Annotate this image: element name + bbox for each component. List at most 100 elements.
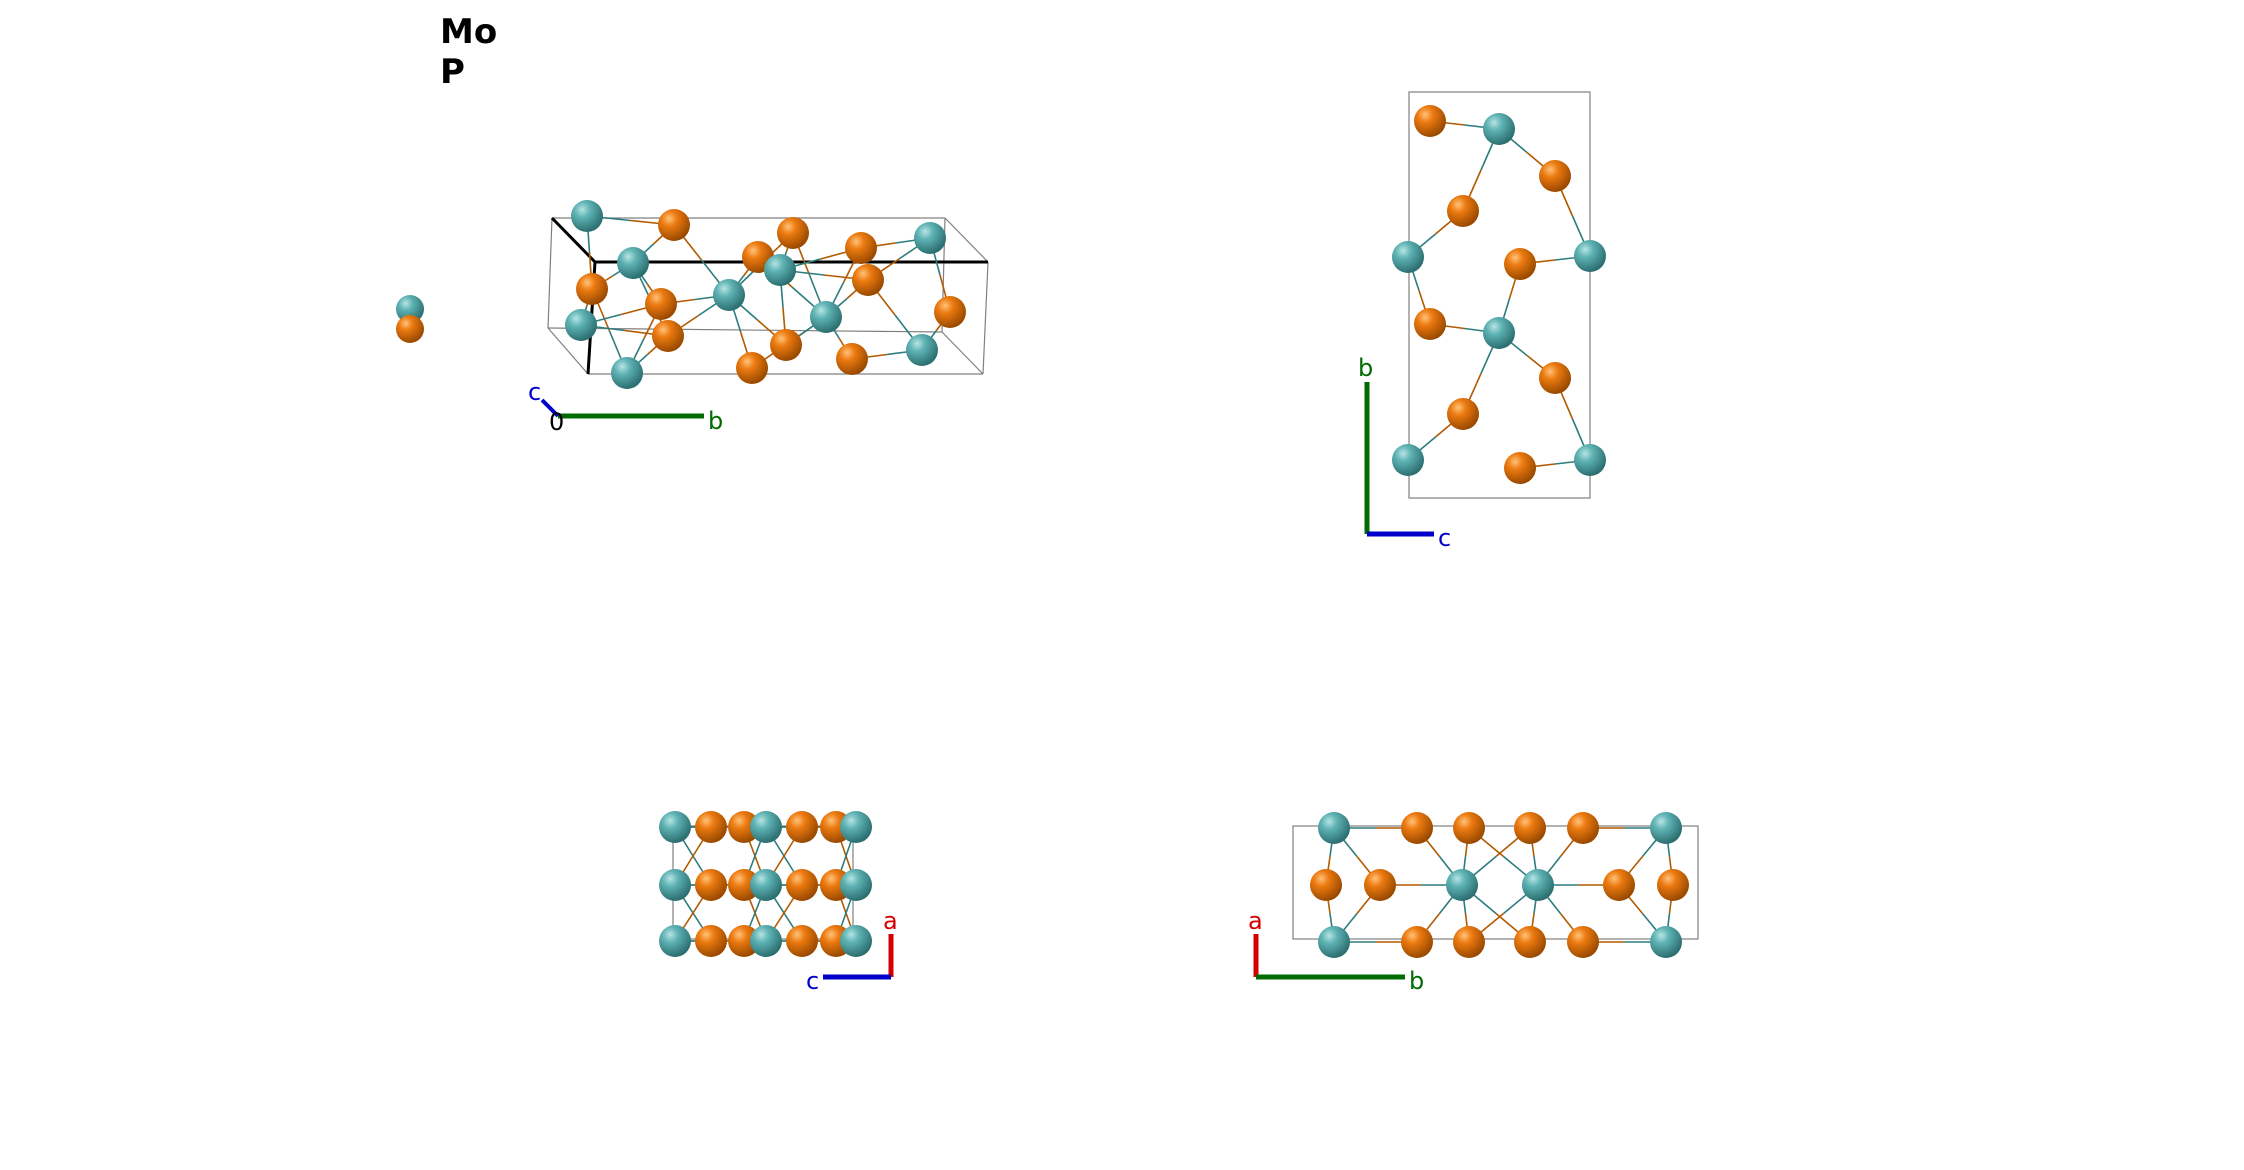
p-atom <box>576 273 608 305</box>
axis-b-label: b <box>1409 967 1424 995</box>
p-atom <box>1447 398 1479 430</box>
p-atom <box>652 320 684 352</box>
p-atom <box>786 925 818 957</box>
axis-origin-label: 0 <box>549 408 564 436</box>
p-atom <box>786 811 818 843</box>
cell-edge <box>944 217 989 263</box>
axis-triad: a c <box>806 907 898 995</box>
p-atom <box>728 925 760 957</box>
mo-atom <box>840 925 872 957</box>
cell-edge-front <box>550 216 597 264</box>
mo-atom <box>659 811 691 843</box>
mo-atom <box>810 301 842 333</box>
projection-view-ab: a b <box>1248 812 1699 995</box>
axis-c-label: c <box>806 967 819 995</box>
p-atom <box>1401 926 1433 958</box>
axis-triad: b c <box>1358 354 1451 552</box>
p-atom <box>658 209 690 241</box>
cell-edge <box>982 261 989 375</box>
mo-atom <box>840 869 872 901</box>
p-atom <box>1539 160 1571 192</box>
mo-atom <box>1392 241 1424 273</box>
p-atom <box>695 869 727 901</box>
legend: Mo P <box>396 12 497 343</box>
axis-b-label: b <box>1358 354 1373 382</box>
mo-atom <box>1574 444 1606 476</box>
unit-cell-outline <box>1292 825 1699 940</box>
p-atom <box>1447 195 1479 227</box>
p-atom <box>1514 812 1546 844</box>
mo-atom <box>914 222 946 254</box>
mo-atom <box>750 811 782 843</box>
mo-atom <box>750 869 782 901</box>
p-atom <box>934 296 966 328</box>
mo-atom <box>1483 113 1515 145</box>
perspective-view: 0 b c <box>528 200 989 436</box>
p-atom <box>1504 452 1536 484</box>
p-atom <box>1567 926 1599 958</box>
mo-atom <box>565 309 597 341</box>
atoms <box>1310 812 1689 958</box>
mo-atom <box>713 279 745 311</box>
atoms <box>1392 105 1606 484</box>
p-atom <box>1453 926 1485 958</box>
p-atom <box>1567 812 1599 844</box>
atoms <box>565 200 966 389</box>
p-atom <box>1414 105 1446 137</box>
mo-atom <box>764 254 796 286</box>
cell-edge <box>547 327 589 375</box>
legend-label-p: P <box>440 52 465 92</box>
p-atom <box>695 925 727 957</box>
p-atom <box>836 343 868 375</box>
p-atom <box>645 288 677 320</box>
mo-atom <box>1446 869 1478 901</box>
p-atom <box>695 811 727 843</box>
bonds <box>580 215 951 374</box>
mo-atom <box>659 925 691 957</box>
p-atom <box>728 869 760 901</box>
legend-label-mo: Mo <box>440 12 497 52</box>
axis-b-label: b <box>708 407 723 435</box>
p-atom <box>736 352 768 384</box>
p-atom <box>770 329 802 361</box>
projection-view-ac: a c <box>659 811 898 995</box>
axis-triad: 0 b c <box>528 378 723 436</box>
mo-atom <box>750 925 782 957</box>
axis-c-label: c <box>1438 524 1451 552</box>
mo-atom <box>659 869 691 901</box>
axis-triad: a b <box>1248 907 1424 995</box>
unit-cell-outline <box>1408 91 1591 499</box>
axis-c-line <box>540 398 560 418</box>
p-atom <box>1414 308 1446 340</box>
projection-view-bc: b c <box>1358 91 1606 552</box>
axis-a-label: a <box>1248 907 1263 935</box>
cell-edge <box>941 331 984 375</box>
legend-mo-sphere-icon <box>396 295 424 323</box>
p-atom <box>1453 812 1485 844</box>
p-atom <box>1310 869 1342 901</box>
atoms <box>659 811 872 957</box>
mo-atom <box>617 247 649 279</box>
p-atom <box>777 217 809 249</box>
cell-edge <box>547 217 553 329</box>
p-atom <box>852 264 884 296</box>
mo-atom <box>840 811 872 843</box>
p-atom <box>1364 869 1396 901</box>
p-atom <box>1539 362 1571 394</box>
p-atom <box>1514 926 1546 958</box>
mo-atom <box>1522 869 1554 901</box>
mo-atom <box>611 357 643 389</box>
p-atom <box>728 811 760 843</box>
p-atom <box>786 869 818 901</box>
p-atom <box>1504 248 1536 280</box>
mo-atom <box>1483 317 1515 349</box>
mo-atom <box>571 200 603 232</box>
mo-atom <box>1650 812 1682 844</box>
mo-atom <box>1574 240 1606 272</box>
mo-atom <box>1392 444 1424 476</box>
legend-p-sphere-icon <box>396 315 424 343</box>
p-atom <box>1401 812 1433 844</box>
mo-atom <box>1650 926 1682 958</box>
mo-atom <box>1318 926 1350 958</box>
